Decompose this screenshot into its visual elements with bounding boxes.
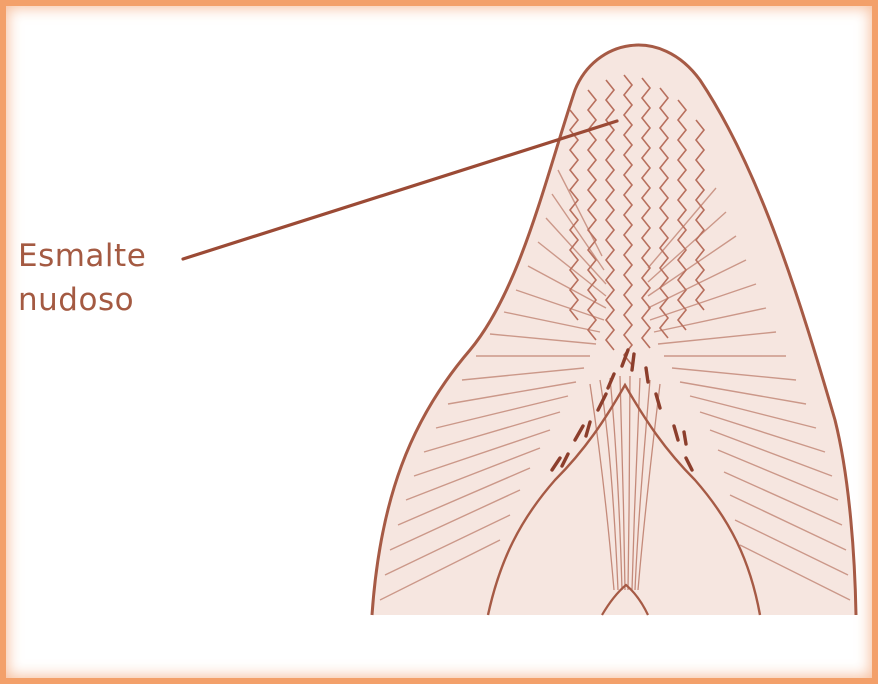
label-line-2: nudoso [18,278,146,322]
label-line-1: Esmalte [18,234,146,278]
enamel-label: Esmalte nudoso [18,234,146,322]
